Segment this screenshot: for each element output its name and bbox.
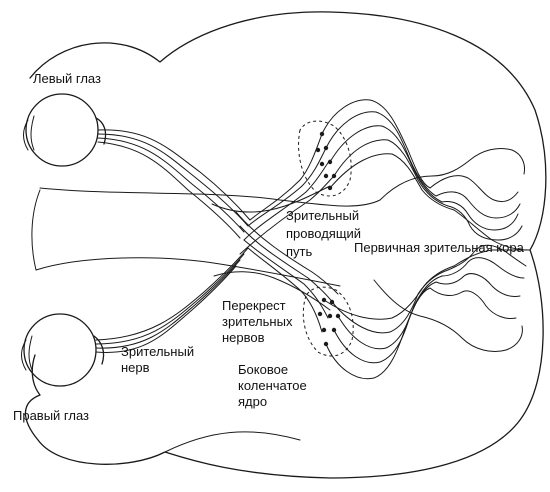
right-eye-label: Правый глаз (13, 408, 90, 423)
lower-optic-radiation (323, 265, 455, 380)
bottom-lobe (164, 431, 301, 453)
optic-tract-label-line-2: проводящий (286, 226, 362, 241)
optic-tract-label-line-3: путь (286, 244, 313, 259)
optic-nerve-label-line-1: Зрительный (121, 344, 195, 359)
left-eye-label: Левый глаз (33, 71, 101, 86)
brain-outline (24, 11, 547, 479)
optic-chiasm-label-line-3: нервов (222, 330, 265, 345)
lower-lobe-boundary (35, 257, 341, 287)
visual-cortex-folds (373, 147, 531, 352)
lgn-label-line-3: ядро (238, 394, 268, 409)
left-lower-lobe (31, 189, 41, 271)
right-eye-drawing (21, 313, 105, 387)
lower-optic-tract (213, 211, 339, 333)
left-eye-drawing (23, 93, 107, 167)
right-optic-nerve (95, 247, 249, 353)
lgn-label-line-2: коленчатое (238, 378, 307, 393)
optic-nerve-label-line-2: нерв (121, 360, 150, 375)
optic-chiasm-label-line-1: Перекрест (222, 298, 286, 313)
upper-optic-radiation (321, 99, 455, 211)
optic-tract-label-line-1: Зрительный (286, 208, 360, 223)
lgn-label-line-1: Боковое (238, 362, 289, 377)
primary-visual-cortex-label: Первичная зрительная кора (354, 240, 524, 255)
upper-lgn (298, 120, 352, 197)
left-optic-nerve (97, 129, 251, 239)
optic-chiasm-label-line-2: зрительных (222, 314, 293, 329)
upper-lobe-boundary (39, 187, 381, 207)
upper-optic-tract (211, 133, 335, 255)
